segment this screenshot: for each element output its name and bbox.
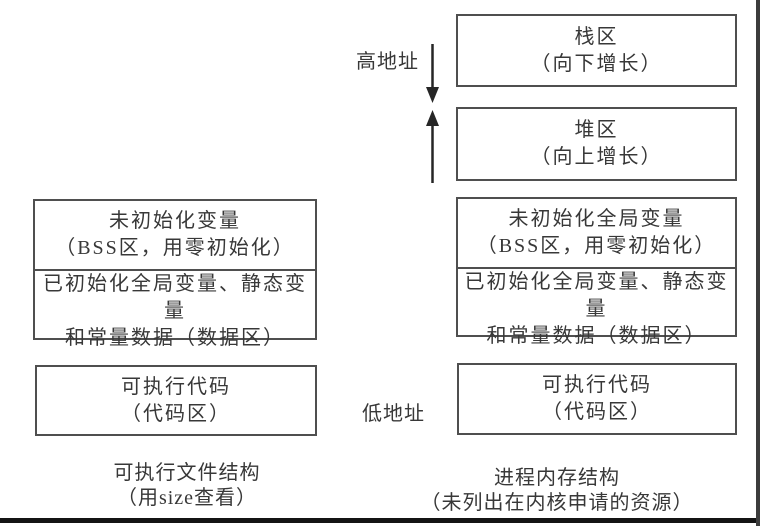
bottom-frame-line — [0, 518, 760, 523]
file-bss-cell: 未初始化变量 （BSS区，用零初始化） — [35, 201, 315, 269]
process-data-note: 和常量数据（数据区） — [486, 325, 707, 347]
file-bss-title: 未初始化变量 — [109, 210, 241, 232]
low-address-label: 低地址 — [362, 403, 425, 425]
file-structure-caption: 可执行文件结构 （用size查看） — [114, 461, 261, 511]
process-data-title: 已初始化全局变量、静态变量 — [464, 271, 729, 320]
file-structure-caption-title: 可执行文件结构 — [113, 462, 261, 484]
arrow-up-icon — [426, 110, 439, 183]
file-code-box: 可执行代码 （代码区） — [35, 365, 317, 436]
stack-region-note: （向下增长） — [530, 52, 663, 75]
file-bss-note: （BSS区，用零初始化） — [55, 237, 295, 259]
process-structure-caption: 进程内存结构 （未列出在内核申请的资源） — [421, 466, 694, 516]
file-code-note: （代码区） — [121, 402, 231, 425]
heap-region-box: 堆区 （向上增长） — [456, 107, 737, 181]
file-data-title: 已初始化全局变量、静态变量 — [43, 273, 307, 322]
stack-region-title: 栈区 — [574, 25, 619, 48]
file-data-note: 和常量数据（数据区） — [65, 327, 285, 349]
right-frame-line — [756, 0, 760, 526]
heap-region-title: 堆区 — [574, 119, 619, 141]
stack-region-box: 栈区 （向下增长） — [456, 14, 737, 87]
process-code-title: 可执行代码 — [542, 374, 652, 396]
file-structure-caption-note: （用size查看） — [116, 487, 258, 509]
arrow-down-icon — [426, 44, 439, 103]
process-bss-cell: 未初始化全局变量 （BSS区，用零初始化） — [458, 199, 735, 267]
process-data-cell: 已初始化全局变量、静态变量 和常量数据（数据区） — [458, 267, 735, 350]
process-bss-note: （BSS区，用零初始化） — [476, 235, 717, 257]
file-code-title: 可执行代码 — [121, 375, 231, 398]
process-code-box: 可执行代码 （代码区） — [457, 363, 737, 435]
process-code-note: （代码区） — [542, 401, 652, 423]
process-bss-data-box: 未初始化全局变量 （BSS区，用零初始化） 已初始化全局变量、静态变量 和常量数… — [456, 197, 737, 347]
process-structure-caption-note: （未列出在内核申请的资源） — [420, 492, 694, 514]
heap-region-note: （向上增长） — [530, 146, 663, 168]
file-bss-data-box: 未初始化变量 （BSS区，用零初始化） 已初始化全局变量、静态变量 和常量数据（… — [33, 199, 317, 349]
process-bss-title: 未初始化全局变量 — [508, 208, 685, 230]
file-data-cell: 已初始化全局变量、静态变量 和常量数据（数据区） — [35, 269, 315, 352]
high-address-label: 高地址 — [356, 51, 419, 73]
process-structure-caption-title: 进程内存结构 — [494, 467, 620, 489]
